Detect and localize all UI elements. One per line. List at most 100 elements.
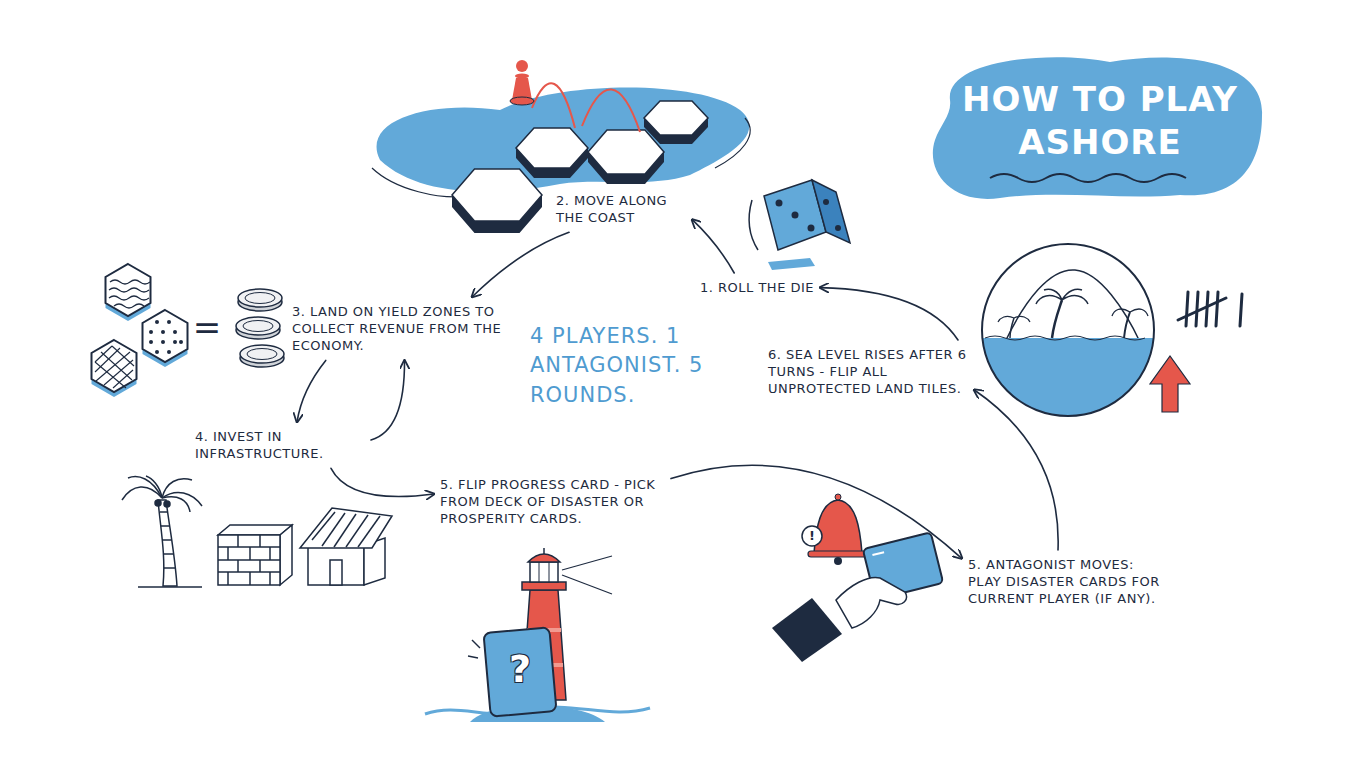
svg-g bbox=[978, 270, 1158, 428]
svg-line bbox=[269, 547, 271, 560]
die-icon bbox=[749, 180, 850, 270]
svg-line bbox=[259, 535, 261, 547]
svg-circle bbox=[155, 350, 159, 354]
svg-path bbox=[377, 88, 750, 192]
svg-line bbox=[112, 346, 134, 366]
svg-path bbox=[582, 89, 640, 132]
svg-rect bbox=[522, 582, 566, 590]
step-text: 3. LAND ON YIELD ZONES TO COLLECT REVENU… bbox=[292, 303, 517, 354]
flow-arrow bbox=[692, 219, 734, 273]
infrastructure-icons bbox=[122, 476, 392, 587]
svg-path bbox=[109, 296, 149, 300]
svg-circle bbox=[792, 212, 799, 219]
svg-circle bbox=[167, 350, 171, 354]
svg-path bbox=[1010, 318, 1014, 338]
svg-circle bbox=[835, 225, 841, 231]
svg-polygon bbox=[300, 508, 392, 548]
alert-symbol: ! bbox=[806, 528, 818, 544]
svg-line bbox=[259, 560, 261, 572]
svg-line bbox=[312, 512, 335, 540]
svg-line bbox=[160, 511, 167, 513]
svg-circle bbox=[834, 557, 842, 565]
step-node: 5. ANTAGONIST MOVES: PLAY DISASTER CARDS… bbox=[968, 556, 1168, 607]
svg-rect bbox=[330, 560, 342, 585]
svg-path bbox=[1052, 300, 1062, 338]
svg-circle bbox=[802, 526, 822, 546]
svg-ellipse bbox=[240, 345, 284, 363]
coast-tiles bbox=[372, 60, 750, 233]
yield-tiles bbox=[92, 264, 285, 397]
step-node: 5. FLIP PROGRESS CARD - PICK FROM DECK O… bbox=[440, 476, 665, 527]
svg-line bbox=[138, 586, 202, 588]
equals-sign: = bbox=[190, 310, 224, 344]
svg-line bbox=[1240, 294, 1242, 326]
step-node: 4. INVEST IN INFRASTRUCTURE. bbox=[195, 428, 365, 462]
step-node: 1. ROLL THE DIE bbox=[700, 279, 814, 296]
svg-line bbox=[227, 572, 229, 585]
svg-circle bbox=[155, 500, 161, 506]
svg-circle bbox=[516, 60, 528, 72]
svg-ellipse bbox=[245, 293, 275, 304]
svg-line bbox=[162, 539, 171, 541]
svg-polygon bbox=[92, 340, 137, 392]
svg-polygon bbox=[143, 310, 188, 362]
step-node: 3. LAND ON YIELD ZONES TO COLLECT REVENU… bbox=[292, 303, 517, 354]
svg-line bbox=[1178, 298, 1226, 320]
flow-arrow bbox=[974, 390, 1058, 550]
svg-rect bbox=[483, 627, 556, 716]
flow-arrow bbox=[472, 232, 569, 297]
step-text: 5. FLIP PROGRESS CARD - PICK FROM DECK O… bbox=[440, 476, 665, 527]
svg-circle bbox=[808, 225, 815, 232]
svg-circle bbox=[161, 330, 165, 334]
title-blob bbox=[933, 57, 1262, 199]
svg-path bbox=[749, 200, 758, 250]
svg-circle bbox=[823, 199, 829, 205]
svg-line bbox=[269, 572, 271, 585]
svg-rect bbox=[530, 562, 558, 582]
svg-line bbox=[164, 567, 175, 569]
svg-circle bbox=[149, 340, 153, 344]
sea-level-icon bbox=[978, 244, 1242, 428]
svg-path bbox=[814, 500, 862, 553]
svg-line bbox=[472, 640, 480, 648]
svg-line bbox=[161, 525, 169, 527]
svg-line bbox=[249, 572, 251, 585]
svg-polygon bbox=[812, 180, 850, 243]
svg-path bbox=[715, 118, 750, 168]
svg-line bbox=[163, 553, 173, 555]
svg-line bbox=[549, 562, 550, 582]
svg-line bbox=[249, 547, 251, 560]
svg-path bbox=[933, 57, 1262, 199]
antagonist-hand bbox=[772, 494, 943, 662]
svg-g bbox=[149, 320, 183, 354]
svg-polygon bbox=[516, 128, 588, 168]
svg-path bbox=[1005, 270, 1140, 342]
svg-circle bbox=[982, 244, 1154, 416]
svg-polygon bbox=[280, 525, 292, 585]
svg-circle bbox=[179, 340, 183, 344]
svg-line bbox=[562, 575, 612, 594]
lighthouse-card bbox=[425, 548, 650, 722]
svg-path bbox=[990, 174, 1186, 182]
svg-line bbox=[1216, 292, 1218, 326]
svg-line bbox=[95, 348, 120, 372]
svg-polygon bbox=[768, 258, 815, 270]
svg-circle bbox=[164, 501, 170, 507]
svg-polygon bbox=[106, 264, 151, 316]
svg-line bbox=[358, 516, 380, 547]
svg-g bbox=[483, 627, 556, 716]
svg-path bbox=[109, 288, 149, 292]
svg-path bbox=[1112, 309, 1148, 316]
svg-path bbox=[985, 336, 1145, 340]
svg-polygon bbox=[588, 130, 664, 174]
svg-path bbox=[998, 316, 1030, 322]
flow-arrow bbox=[297, 360, 326, 422]
svg-path bbox=[158, 500, 177, 586]
svg-circle bbox=[173, 340, 177, 344]
svg-line bbox=[1186, 292, 1188, 326]
svg-circle bbox=[776, 200, 783, 207]
svg-polygon bbox=[452, 169, 542, 221]
svg-path bbox=[110, 280, 150, 284]
step-text: 4. INVEST IN INFRASTRUCTURE. bbox=[195, 428, 365, 462]
step-text: 6. SEA LEVEL RISES AFTER 6 TURNS - FLIP … bbox=[768, 346, 968, 397]
